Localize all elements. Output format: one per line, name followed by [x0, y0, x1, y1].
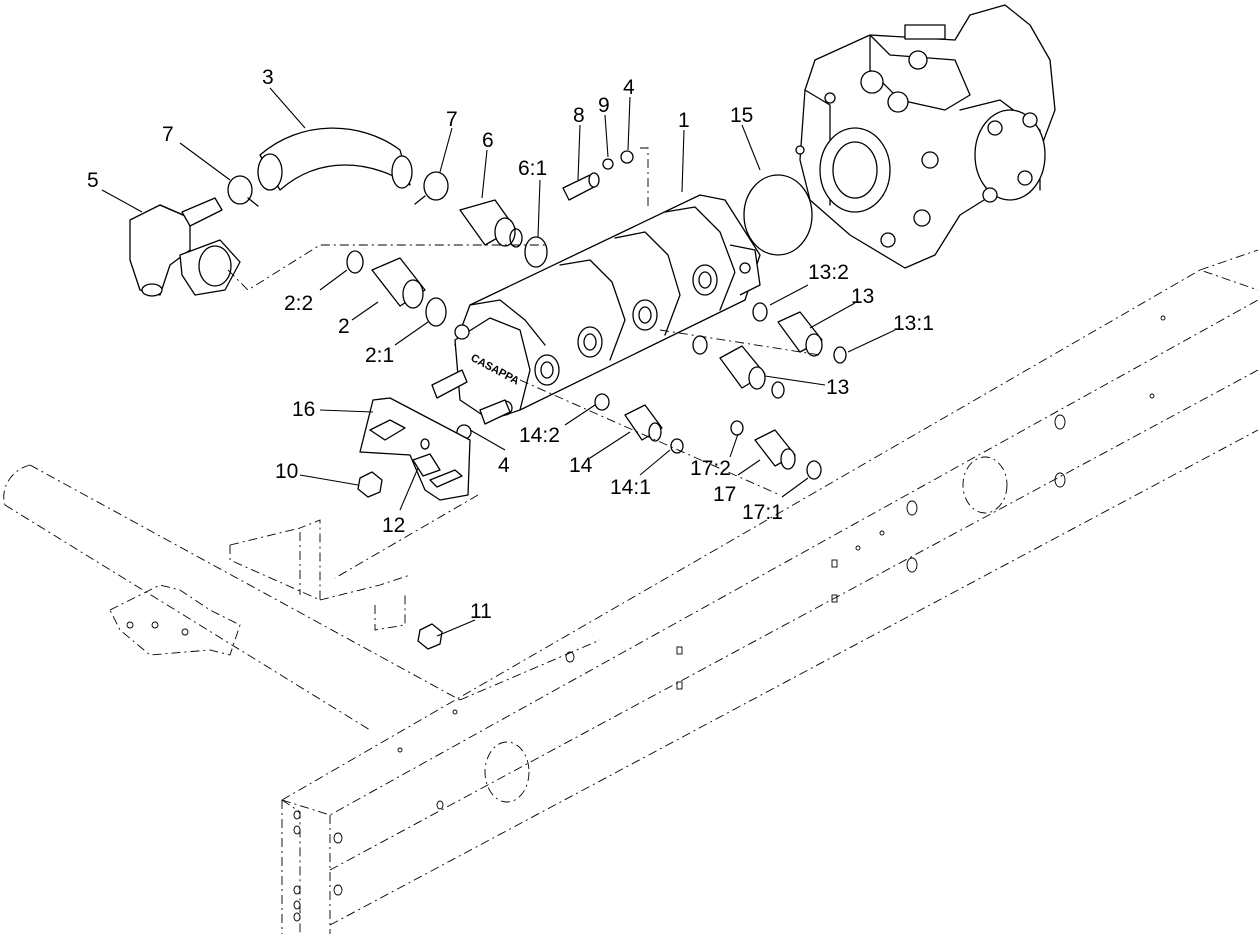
fitting-2 — [371, 257, 426, 309]
orings — [346, 150, 847, 480]
callout-11: 11 — [470, 600, 492, 623]
callout-7-left: 7 — [162, 123, 174, 146]
bolt-8 — [562, 172, 600, 201]
hydrostat-housing — [795, 4, 1056, 269]
callout-9: 9 — [598, 94, 610, 117]
gear-pump: CASAPPA — [431, 194, 761, 425]
callout-13-1: 13:1 — [893, 312, 934, 335]
callout-2-1: 2:1 — [365, 344, 394, 367]
callout-17-1: 17:1 — [742, 501, 783, 524]
callout-8: 8 — [573, 104, 585, 127]
callout-14: 14 — [569, 454, 593, 477]
callout-10: 10 — [275, 460, 298, 483]
callout-7-right: 7 — [446, 108, 458, 131]
frame-rail — [3, 249, 1258, 934]
callout-12: 12 — [382, 514, 405, 537]
callout-4-top: 4 — [623, 76, 635, 99]
callouts: 3 7 5 7 6 6:1 8 9 4 1 15 2:2 2 2:1 13:2 … — [87, 66, 934, 623]
callout-5: 5 — [87, 169, 99, 192]
callout-16: 16 — [292, 398, 315, 421]
suction-elbow — [129, 197, 241, 297]
callout-13-2: 13:2 — [808, 261, 849, 284]
callout-13-lower: 13 — [826, 376, 849, 399]
fittings-13-14-17 — [624, 311, 823, 470]
callout-13-upper: 13 — [851, 285, 874, 308]
mount-bracket-16 — [359, 397, 471, 501]
nuts — [357, 471, 443, 650]
callout-15: 15 — [730, 104, 753, 127]
suction-hose — [257, 127, 413, 191]
callout-2-2: 2:2 — [284, 292, 313, 315]
callout-14-1: 14:1 — [610, 476, 651, 499]
callout-14-2: 14:2 — [519, 424, 560, 447]
frame-mount-bracket — [109, 519, 411, 656]
callout-17-2: 17:2 — [690, 457, 731, 480]
callout-6: 6 — [482, 129, 494, 152]
hose-clamps — [227, 171, 449, 207]
leader-lines — [101, 87, 896, 637]
callout-17: 17 — [713, 483, 736, 506]
callout-3: 3 — [262, 66, 274, 89]
callout-4-bottom: 4 — [498, 454, 510, 477]
fitting-6 — [459, 199, 523, 248]
callout-6-1: 6:1 — [518, 157, 547, 180]
callout-2: 2 — [338, 315, 350, 338]
assembly-centerlines — [227, 147, 821, 579]
callout-1: 1 — [678, 109, 690, 132]
